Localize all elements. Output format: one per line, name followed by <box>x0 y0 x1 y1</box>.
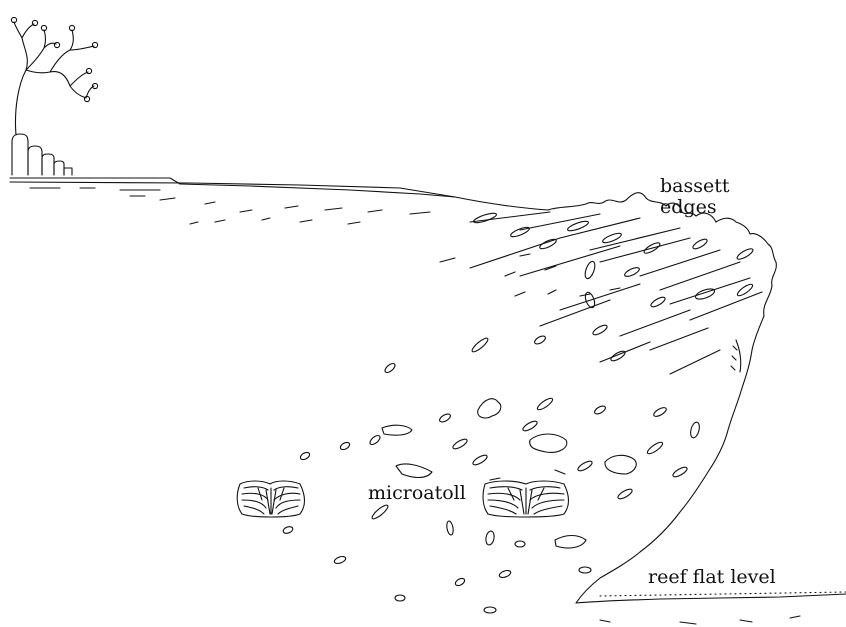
microatoll-icon <box>237 481 304 517</box>
microatoll-label: microatoll <box>368 483 466 504</box>
tree-icon <box>11 17 97 175</box>
microatoll-icon <box>483 481 568 517</box>
bassett-edges-label-line2: edges <box>660 197 730 218</box>
bedding-strokes <box>160 198 762 374</box>
reef-flat-level-label: reef flat level <box>648 567 776 588</box>
bassett-edges-label: bassett edges <box>660 176 730 218</box>
shoreline <box>10 178 548 210</box>
bassett-edges-label-line1: bassett <box>660 176 730 197</box>
rubble-fragments <box>282 211 800 624</box>
